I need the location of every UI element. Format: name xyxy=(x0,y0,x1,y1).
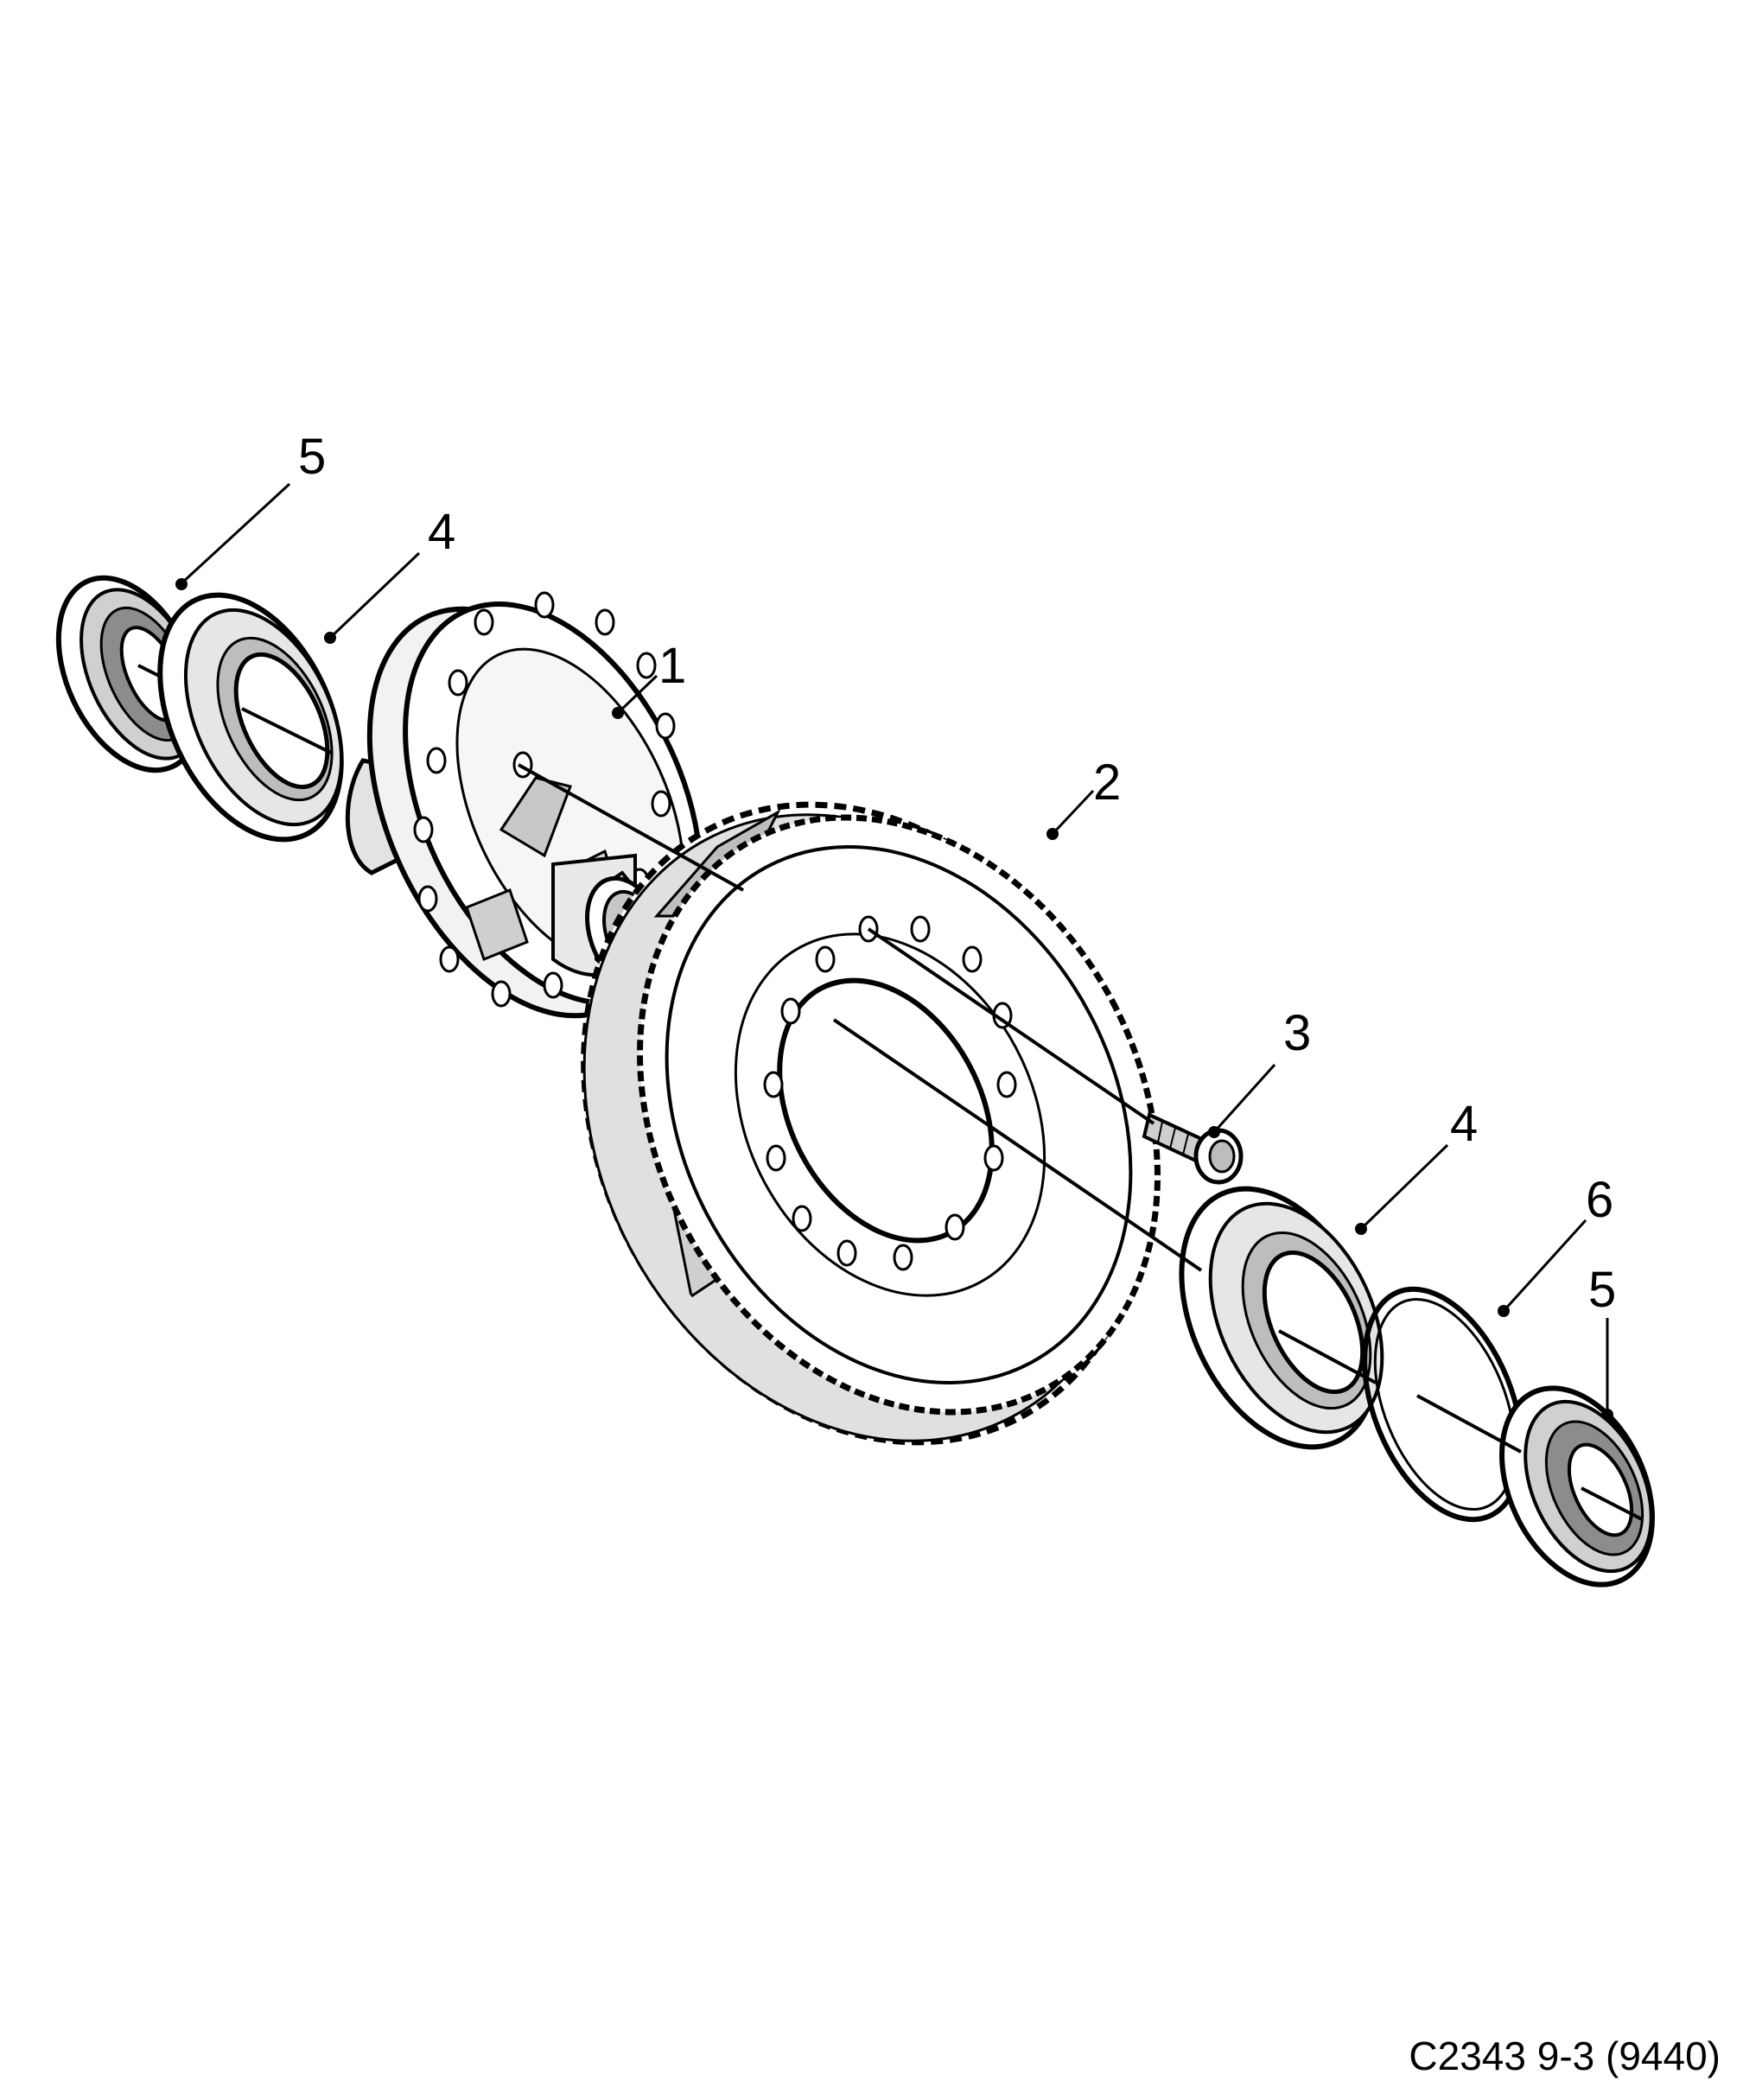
callout-right-taper-bearing: 4 xyxy=(1450,1096,1478,1152)
callout-left-oil-seal: 5 xyxy=(298,429,326,485)
callout-left-taper-bearing: 4 xyxy=(428,504,455,560)
leader-lines xyxy=(180,482,1609,1415)
callout-bolt: 3 xyxy=(1283,1005,1311,1061)
left-taper-bearing xyxy=(157,592,344,843)
callout-right-oil-seal: 5 xyxy=(1588,1262,1616,1318)
ring-gear xyxy=(581,801,1161,1446)
leader-dots xyxy=(175,578,1613,1421)
figure-caption: C2343 9-3 (9440) xyxy=(1409,2033,1721,2078)
callout-shim-ring: 6 xyxy=(1586,1172,1613,1228)
shim-ring xyxy=(1362,1286,1524,1523)
assembly-axis-lines xyxy=(518,763,1643,1521)
callout-differential-housing: 1 xyxy=(658,638,686,694)
bolt xyxy=(1142,1112,1244,1185)
right-oil-seal xyxy=(1498,1385,1656,1588)
callout-ring-gear: 2 xyxy=(1093,754,1121,811)
